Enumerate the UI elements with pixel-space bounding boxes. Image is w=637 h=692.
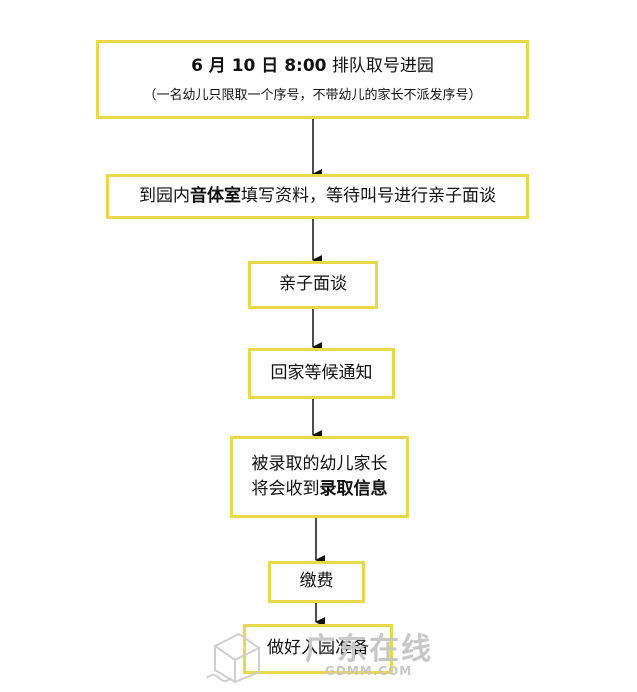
step-2-pre: 到园内 xyxy=(139,185,190,206)
step-7-prepare-box: 做好入园准备 xyxy=(243,624,393,674)
step-2-post: 填写资料，等待叫号进行亲子面谈 xyxy=(241,185,496,206)
step-3-text: 亲子面谈 xyxy=(279,274,347,295)
step-7-text: 做好入园准备 xyxy=(267,638,369,659)
step-2-register-box: 到园内音体室填写资料，等待叫号进行亲子面谈 xyxy=(106,174,529,219)
watermark-title: 广东在线 xyxy=(305,632,433,667)
step-2-room: 音体室 xyxy=(190,185,241,206)
step-6-text: 缴费 xyxy=(299,571,334,592)
step-1-title: 6 月 10 日 8:00 排队取号进园 xyxy=(191,54,434,80)
step-2-text: 到园内音体室填写资料，等待叫号进行亲子面谈 xyxy=(139,184,496,210)
step-1-date: 6 月 10 日 8:00 xyxy=(191,56,327,76)
step-5-admission-box: 被录取的幼儿家长 将会收到录取信息 xyxy=(230,436,409,518)
step-3-interview-box: 亲子面谈 xyxy=(248,261,378,309)
step-5-admission-info: 录取信息 xyxy=(319,479,388,499)
watermark-url: GDMM.COM xyxy=(325,664,413,678)
step-5-line2-pre: 将会收到 xyxy=(251,479,320,499)
step-1-queue-box: 6 月 10 日 8:00 排队取号进园 （一名幼儿只限取一个序号，不带幼儿的家… xyxy=(96,40,529,119)
step-1-note: （一名幼儿只限取一个序号，不带幼儿的家长不派发序号） xyxy=(143,87,482,103)
step-4-text: 回家等候通知 xyxy=(270,362,373,383)
step-1-rest: 排队取号进园 xyxy=(331,56,434,76)
step-5-line2: 将会收到录取信息 xyxy=(252,477,388,503)
watermark-logo-icon xyxy=(206,632,261,684)
step-4-wait-box: 回家等候通知 xyxy=(248,348,395,399)
step-5-line1: 被录取的幼儿家长 xyxy=(251,453,388,474)
step-6-payment-box: 缴费 xyxy=(268,561,365,603)
